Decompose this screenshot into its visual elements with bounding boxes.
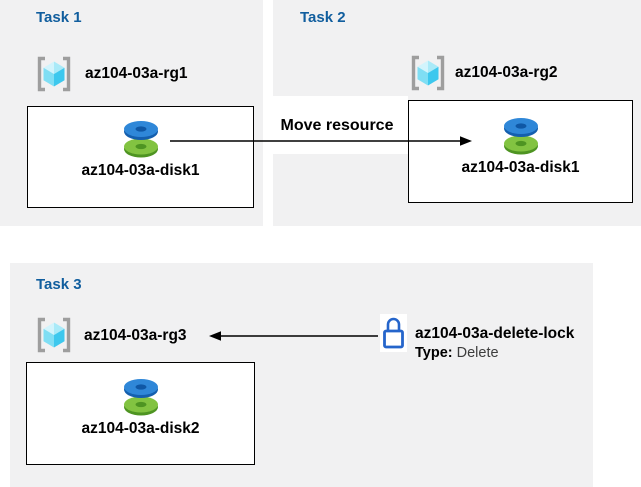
task1-rg-label: az104-03a-rg1 bbox=[85, 65, 188, 82]
task1-title: Task 1 bbox=[36, 9, 82, 26]
task2-disk-label: az104-03a-disk1 bbox=[461, 159, 580, 176]
task1-disk-box: az104-03a-disk1 bbox=[27, 106, 254, 208]
lock-type-value: Delete bbox=[456, 345, 499, 361]
lock-name-label: az104-03a-delete-lock bbox=[415, 325, 575, 342]
lock-icon bbox=[383, 317, 404, 349]
task3-disk-label: az104-03a-disk2 bbox=[81, 420, 200, 437]
lock-type-label: Type: bbox=[415, 345, 453, 361]
task3-panel: Task 3 az104-03a-rg3 az104-03a-disk2 bbox=[10, 263, 593, 487]
task1-panel: Task 1 az104-03a-rg1 az104-03a-disk1 bbox=[0, 0, 263, 226]
disk-icon bbox=[503, 118, 538, 155]
task3-rg-label: az104-03a-rg3 bbox=[84, 327, 187, 344]
disk-icon bbox=[123, 379, 158, 416]
task3-title: Task 3 bbox=[36, 276, 82, 293]
resource-group-icon bbox=[411, 55, 445, 91]
resource-group-icon bbox=[37, 56, 71, 92]
lock-icon-box bbox=[380, 314, 407, 352]
task1-disk-label: az104-03a-disk1 bbox=[81, 162, 200, 179]
task2-title: Task 2 bbox=[300, 9, 346, 26]
task3-disk-box: az104-03a-disk2 bbox=[26, 362, 255, 465]
task2-disk-box: az104-03a-disk1 bbox=[408, 100, 633, 203]
move-resource-label-box: Move resource bbox=[266, 96, 408, 154]
move-resource-label: Move resource bbox=[280, 117, 394, 134]
task2-rg-label: az104-03a-rg2 bbox=[455, 64, 558, 81]
disk-icon bbox=[123, 121, 158, 158]
resource-group-icon bbox=[37, 317, 71, 353]
lock-type-line: Type: Delete bbox=[415, 345, 499, 361]
